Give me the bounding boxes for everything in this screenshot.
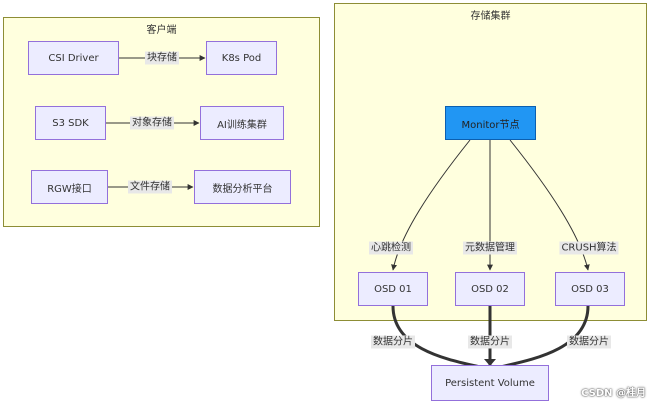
s3-sdk-node: S3 SDK <box>35 106 106 140</box>
edge-osd1-pv <box>391 305 481 369</box>
osd-01-node: OSD 01 <box>358 272 428 306</box>
edge-monitor-osd3 <box>509 139 590 271</box>
storage-cluster-title: 存储集群 <box>470 11 511 22</box>
edge-label-shard-1: 数据分片 <box>371 335 415 349</box>
edge-label-heartbeat: 心跳检测 <box>369 241 413 255</box>
edge-label-shard-3: 数据分片 <box>567 335 611 349</box>
edge-osd3-pv <box>499 305 590 369</box>
pv-arrowhead <box>484 359 496 366</box>
osd-02-node: OSD 02 <box>455 272 525 306</box>
csi-driver-node: CSI Driver <box>28 41 119 75</box>
persistent-volume-node: Persistent Volume <box>431 365 549 401</box>
edge-label-file: 文件存储 <box>128 180 172 194</box>
client-cluster-title: 客户端 <box>146 25 177 36</box>
data-platform-node: 数据分析平台 <box>194 170 291 204</box>
osd-03-node: OSD 03 <box>555 272 625 306</box>
ai-cluster-node: AI训练集群 <box>200 106 284 140</box>
edge-label-crush: CRUSH算法 <box>559 241 619 255</box>
k8s-pod-node: K8s Pod <box>206 41 277 75</box>
edge-label-block: 块存储 <box>145 51 179 65</box>
rgw-node: RGW接口 <box>31 170 108 204</box>
edge-monitor-osd1 <box>391 139 471 271</box>
edge-label-metadata: 元数据管理 <box>463 241 517 255</box>
edge-label-shard-2: 数据分片 <box>468 335 512 349</box>
monitor-node: Monitor节点 <box>445 106 536 140</box>
edge-label-object: 对象存储 <box>130 116 174 130</box>
csdn-watermark: CSDN @桂月 <box>581 388 646 399</box>
